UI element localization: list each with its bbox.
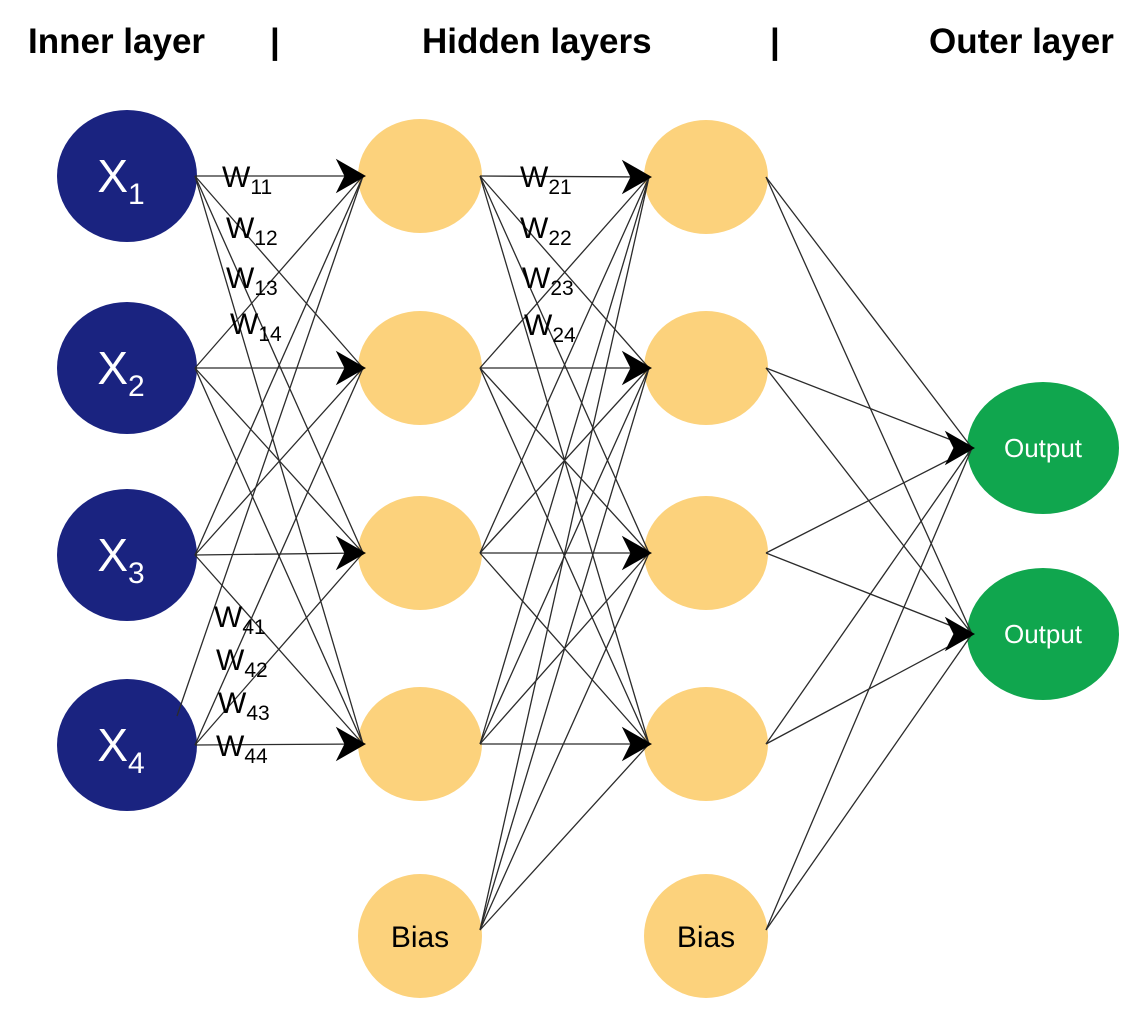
edge-b1-h21: [479, 176, 650, 931]
node-label-x4: X4: [97, 719, 144, 780]
edge-x4-h13: [194, 552, 364, 746]
arrowhead-into-h13: [335, 535, 367, 571]
arrowhead-into-h12: [335, 350, 367, 386]
edge-h22-o1: [765, 367, 973, 449]
header-hidden-layers: Hidden layers: [422, 22, 652, 61]
hidden2-node-4: [644, 687, 768, 801]
header-divider-2: |: [770, 22, 780, 61]
weight-label-w22: W22: [520, 212, 572, 250]
node-label-b1: Bias: [391, 921, 449, 954]
hidden2-node-3: [644, 496, 768, 610]
node-label-o2: Output: [1004, 619, 1083, 649]
hidden2-bias-node: [644, 874, 768, 998]
input-node-x1: [57, 110, 197, 242]
edge-h24-o1: [765, 447, 973, 745]
hidden2-node-1: [644, 120, 768, 234]
hidden1-node-3: [358, 496, 482, 610]
hidden1-node-2: [358, 311, 482, 425]
hidden1-bias-node: [358, 874, 482, 998]
edge-x3-h12: [194, 367, 364, 556]
node-label-o1: Output: [1004, 433, 1083, 463]
edge-b1-h22: [479, 367, 650, 931]
edge-h11-h21: [479, 175, 650, 178]
input-node-x3: [57, 489, 197, 621]
edge-h21-o1: [765, 176, 973, 449]
edge-h23-o1: [765, 447, 973, 554]
arrowhead-into-h14: [335, 726, 367, 762]
header-inner-layer: Inner layer: [28, 22, 206, 61]
edge-b1-h23: [479, 552, 650, 931]
edge-x4-h14: [194, 743, 364, 746]
edge-h12-h21: [479, 176, 650, 369]
weight-label-w12: W12: [226, 212, 278, 250]
arrowhead-into-h21: [621, 159, 653, 195]
arrowhead-into-h11: [335, 158, 367, 194]
node-label-x2: X2: [97, 342, 144, 403]
edge-h23-o2: [765, 552, 973, 635]
edge-b2-o1: [765, 447, 973, 931]
edge-x4-h11: [176, 175, 364, 717]
node-label-b2: Bias: [677, 921, 735, 954]
node-label-x3: X3: [97, 529, 144, 590]
arrowhead-into-h24: [621, 726, 653, 762]
hidden1-node-4: [358, 687, 482, 801]
output-node-2: [967, 568, 1119, 700]
weight-label-w13: W13: [226, 262, 278, 300]
hidden1-node-1: [358, 119, 482, 233]
edge-h21-o2: [765, 176, 973, 635]
weight-label-w41: W41: [214, 601, 266, 639]
weight-label-w11: W11: [222, 161, 272, 199]
weight-label-w24: W24: [524, 309, 576, 347]
weight-label-w43: W43: [218, 687, 270, 725]
weight-label-w21: W21: [520, 161, 572, 199]
header-divider-1: |: [270, 22, 280, 61]
weight-label-w42: W42: [216, 644, 268, 682]
edge-x3-h11: [194, 175, 364, 556]
edge-h13-h21: [479, 176, 650, 554]
header-outer-layer: Outer layer: [929, 22, 1114, 61]
weight-label-w44: W44: [216, 730, 268, 768]
weight-label-w14: W14: [230, 308, 282, 346]
weight-label-w23: W23: [522, 262, 574, 300]
arrowhead-into-o1: [944, 430, 976, 466]
edge-b1-h24: [479, 743, 650, 931]
arrowhead-into-o2: [944, 616, 976, 652]
edge-x3-h13: [194, 552, 364, 556]
hidden2-node-2: [644, 311, 768, 425]
arrowhead-into-h23: [621, 535, 653, 571]
input-node-x4: [57, 679, 197, 811]
output-node-1: [967, 382, 1119, 514]
edge-x4-h12: [194, 367, 364, 746]
edge-b2-o2: [765, 633, 973, 931]
edge-h14-h21: [479, 176, 650, 745]
input-node-x2: [57, 302, 197, 434]
arrowhead-into-h22: [621, 350, 653, 386]
edge-x2-h13: [194, 367, 364, 554]
edge-x2-h11: [194, 175, 364, 369]
